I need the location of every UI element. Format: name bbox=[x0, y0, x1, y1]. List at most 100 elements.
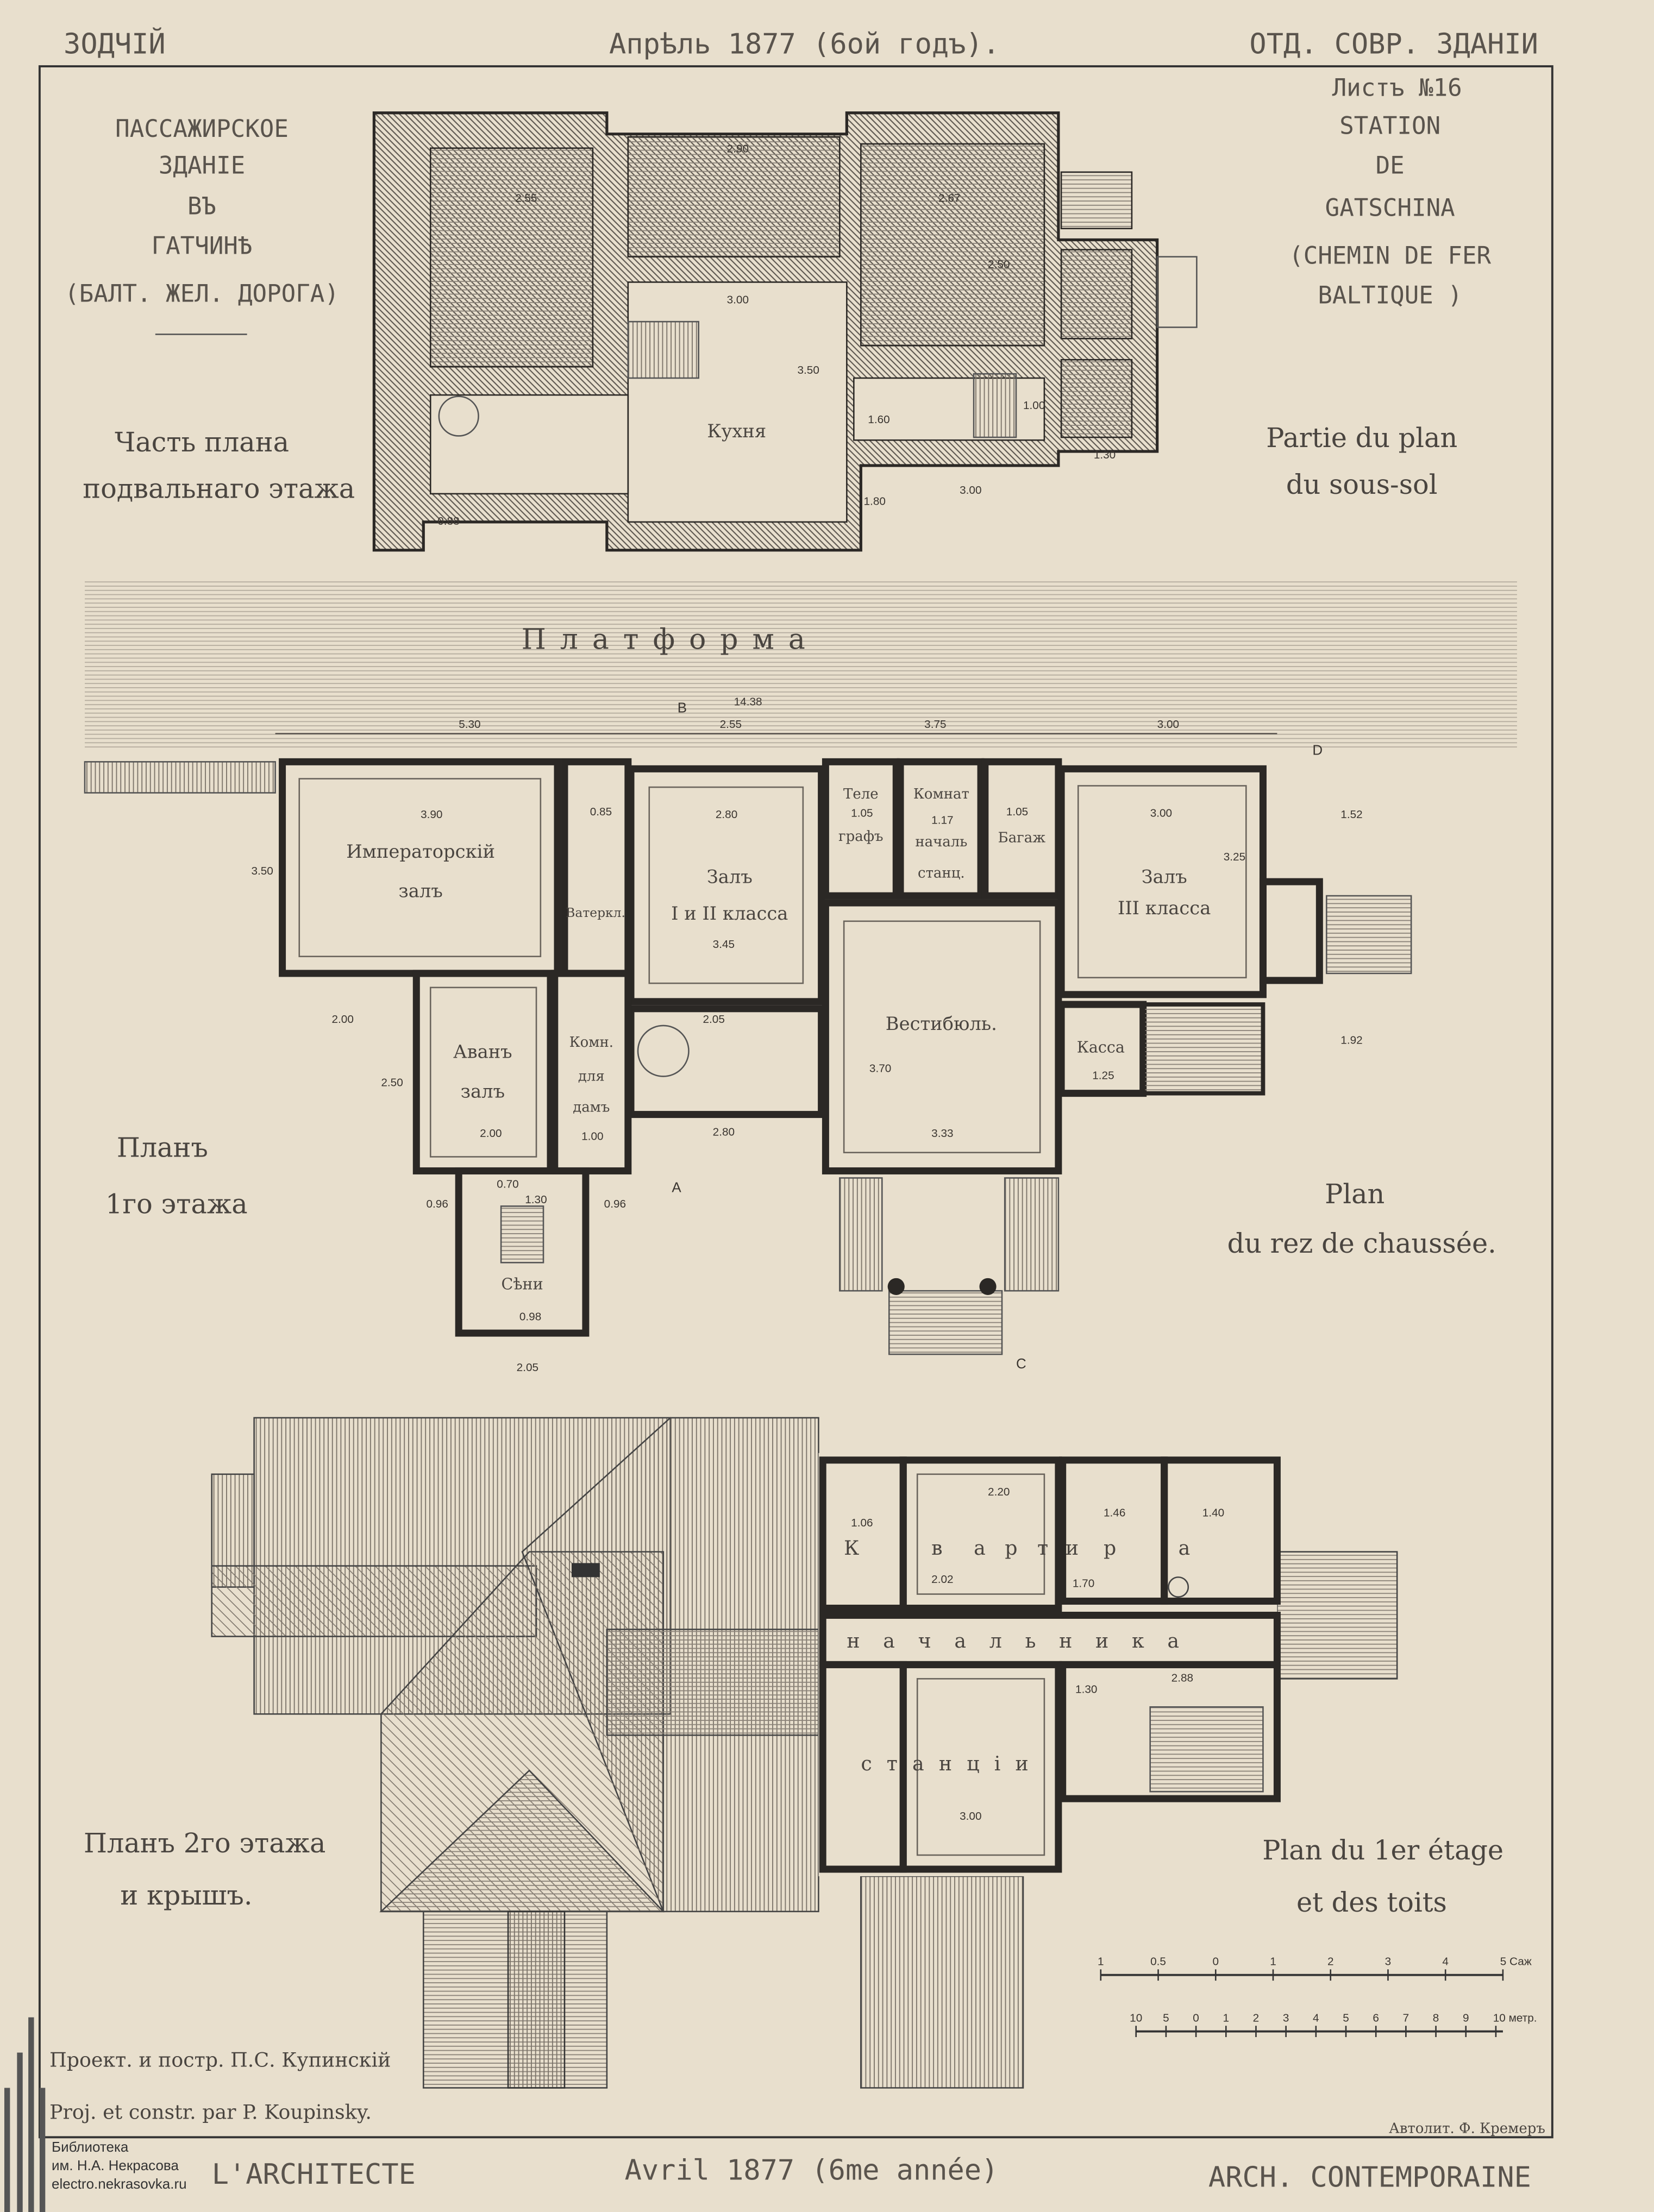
caption-line: и крышъ. bbox=[120, 1880, 252, 1911]
title-line: ПАССАЖИРСКОЕ bbox=[115, 115, 289, 143]
platform-label: Платформа bbox=[522, 624, 819, 656]
room-stationmaster: станц. bbox=[918, 865, 965, 881]
dimension: 3.00 bbox=[727, 293, 749, 306]
dimension: 2.88 bbox=[1171, 1672, 1193, 1685]
dimension: 14.38 bbox=[734, 695, 762, 708]
title-line: ГАТЧИНѢ bbox=[152, 232, 253, 260]
ground-floor-plan: Императорскій залъ Ватеркл. Залъ I и II … bbox=[84, 699, 1412, 1374]
dimension: 1.00 bbox=[581, 1130, 603, 1142]
page-footer: L'ARCHITECTE Avril 1877 (6me année) ARCH… bbox=[212, 2154, 1531, 2194]
upper-floor-dimensions: 1.06 2.20 1.46 1.40 2.88 3.00 2.02 1.70 … bbox=[851, 1486, 1224, 1823]
scale-label: 5 bbox=[1163, 2012, 1169, 2024]
dimension: 0.88 bbox=[437, 515, 459, 527]
title-line: ВЪ bbox=[187, 193, 216, 221]
section-fr: ARCH. CONTEMPORAINE bbox=[1208, 2161, 1531, 2194]
apartment-label: н а ч а л ь н и к а bbox=[847, 1629, 1187, 1652]
dimension: 1.40 bbox=[1202, 1507, 1224, 1519]
dimension: 3.45 bbox=[713, 938, 735, 951]
scale-label: 7 bbox=[1403, 2012, 1409, 2024]
caption-line: Планъ 2го этажа bbox=[84, 1827, 325, 1859]
dimension: 2.50 bbox=[381, 1077, 403, 1089]
dimension: 1.17 bbox=[931, 814, 953, 827]
room-imperial-hall: залъ bbox=[398, 881, 442, 902]
dimension: 1.52 bbox=[1340, 808, 1362, 821]
scale-label: 3 bbox=[1283, 2012, 1289, 2024]
dimension: 1.46 bbox=[1104, 1507, 1125, 1519]
upper-floor-caption: Планъ 2го этажа и крышъ. Plan du 1er éta… bbox=[84, 1827, 1503, 1918]
title-line: STATION bbox=[1339, 112, 1440, 140]
dimension: 1.92 bbox=[1340, 1034, 1362, 1047]
caption-line: du sous-sol bbox=[1286, 469, 1438, 500]
library-watermark: Библиотека им. Н.А. Некрасова electro.ne… bbox=[52, 2138, 187, 2193]
apartment-label-letter: р bbox=[1005, 1536, 1020, 1560]
dimension: 3.50 bbox=[251, 865, 273, 877]
scale-label: 10 bbox=[1130, 2012, 1142, 2024]
room-anteroom: Аванъ bbox=[453, 1041, 512, 1063]
ground-floor-caption: Планъ 1го этажа Plan du rez de chaussée. bbox=[105, 1132, 1496, 1259]
caption-line: 1го этажа bbox=[105, 1188, 248, 1220]
section-marker: A bbox=[672, 1179, 681, 1195]
apartment-label-letter: а bbox=[974, 1536, 988, 1560]
upper-floor-plan: К в а р т и р а н а ч а л ь н и к а с т … bbox=[818, 1453, 1281, 1876]
dimension: 0.96 bbox=[426, 1198, 448, 1210]
dimension: 3.75 bbox=[924, 718, 946, 731]
journal-title-fr: L'ARCHITECTE bbox=[212, 2158, 416, 2191]
dimension: 3.00 bbox=[960, 1810, 981, 1823]
lithographer-credit: Автолит. Ф. Кремеръ bbox=[1389, 2121, 1545, 2137]
dimension: 0.85 bbox=[590, 806, 612, 818]
scale-label: 0 bbox=[1193, 2012, 1199, 2024]
dimension: 2.00 bbox=[480, 1127, 502, 1140]
dimension: 1.70 bbox=[1073, 1578, 1094, 1590]
dimension: 0.96 bbox=[604, 1198, 626, 1210]
library-logo bbox=[4, 2017, 46, 2212]
dimension: 2.55 bbox=[720, 718, 742, 731]
apartment-label-letter: и bbox=[1066, 1536, 1081, 1560]
room-stationmaster: началь bbox=[915, 834, 967, 850]
caption-line: подвальнаго этажа bbox=[83, 473, 355, 505]
dimension: 1.25 bbox=[1092, 1070, 1114, 1082]
room-telegraph: графъ bbox=[838, 828, 884, 845]
dimension: 1.60 bbox=[868, 413, 889, 426]
room-imperial-hall: Императорскій bbox=[346, 841, 495, 862]
room-stationmaster: Комнат bbox=[913, 786, 969, 802]
dimension: 1.30 bbox=[525, 1193, 547, 1206]
caption-line: du rez de chaussée. bbox=[1227, 1228, 1496, 1259]
dimension: 1.30 bbox=[1075, 1683, 1097, 1695]
room-entry: Сѣни bbox=[501, 1275, 543, 1293]
issue-date-fr: Avril 1877 (6me année) bbox=[625, 2154, 999, 2186]
credit-ru: Проект. и постр. П.С. Купинскій bbox=[49, 2048, 391, 2072]
apartment-label-letter: р bbox=[1104, 1536, 1119, 1560]
title-line: GATSCHINA bbox=[1325, 194, 1455, 222]
credit-fr: Proj. et constr. par P. Koupinsky. bbox=[49, 2101, 372, 2124]
room-telegraph: Теле bbox=[843, 786, 879, 802]
dimension: 0.98 bbox=[519, 1311, 541, 1323]
room-hall-1-2-class: I и II класса bbox=[671, 903, 788, 924]
dimension: 3.00 bbox=[960, 484, 981, 497]
basement-plan: Кухня 2.55 2.90 2.67 3.00 3.50 1.60 3.00… bbox=[372, 111, 1198, 552]
dimension: 2.67 bbox=[938, 192, 960, 204]
scale-label: 1 bbox=[1098, 1956, 1104, 1968]
section-marker: C bbox=[1016, 1355, 1026, 1372]
section-marker: B bbox=[678, 699, 687, 715]
apartment-label: с т а н ц і и bbox=[861, 1752, 1032, 1775]
caption-line: Plan bbox=[1325, 1178, 1384, 1210]
dimension: 1.05 bbox=[851, 807, 873, 820]
scale-label: 10 метр. bbox=[1493, 2012, 1537, 2024]
scale-label: 3 bbox=[1385, 1956, 1392, 1968]
journal-title-ru: ЗОДЧІЙ bbox=[64, 28, 166, 61]
caption-line: Планъ bbox=[117, 1132, 208, 1163]
room-hall-3-class: III класса bbox=[1118, 897, 1211, 919]
section-marker: D bbox=[1312, 741, 1323, 758]
ground-floor-dimensions: 5.30 2.55 3.75 3.00 3.90 3.50 2.80 3.45 … bbox=[251, 699, 1362, 1374]
room-wc: Ватеркл. bbox=[566, 905, 625, 920]
dimension: 1.06 bbox=[851, 1517, 873, 1529]
dimension: 1.80 bbox=[864, 495, 886, 508]
dimension: 2.02 bbox=[931, 1573, 953, 1586]
title-line: BALTIQUE ) bbox=[1318, 281, 1462, 309]
dimension: 3.50 bbox=[797, 364, 819, 376]
dimension: 2.80 bbox=[713, 1126, 735, 1139]
scale-label: 1 bbox=[1270, 1956, 1276, 1968]
scale-label: 1 bbox=[1223, 2012, 1230, 2024]
scale-label: 2 bbox=[1327, 1956, 1334, 1968]
